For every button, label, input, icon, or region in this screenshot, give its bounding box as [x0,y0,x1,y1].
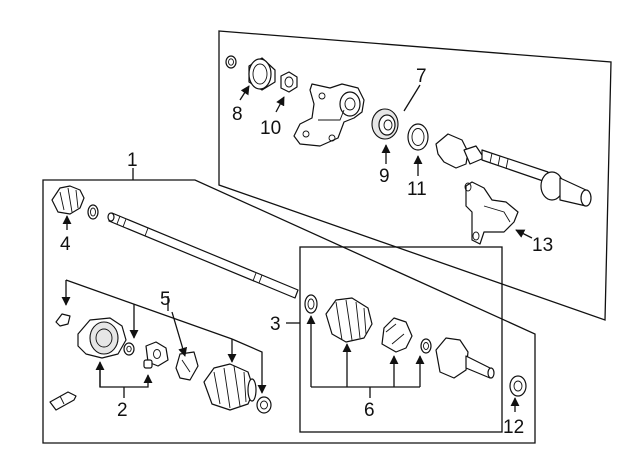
boot-band-clamp [87,204,99,220]
callout-12: 12 [503,417,524,438]
callout-10: 10 [260,118,281,139]
steering-knuckle-bracket [293,83,365,147]
small-oring [225,55,237,69]
outer-boot-4 [51,185,85,215]
inner-clip-small [420,338,432,354]
lock-nut-10 [280,71,298,93]
callout-4: 4 [60,234,71,255]
spider-bearing [143,341,169,369]
callout-7: 7 [416,66,427,87]
dust-seal-12 [509,375,527,397]
grease-packet [49,391,77,411]
inner-boot-kit [325,297,373,343]
leader-lines [61,84,533,412]
stop-ring [123,342,135,356]
panel-7-outline [218,30,612,321]
intermediate-shaft [435,133,592,207]
callout-6: 6 [364,400,375,421]
panel-1-outline [42,179,536,444]
callout-2: 2 [117,400,128,421]
callout-3: 3 [270,314,281,335]
inner-cv-joint [435,337,495,379]
callout-8: 8 [232,104,243,125]
panel-3-outline [299,246,503,433]
callout-5: 5 [160,289,171,310]
callout-9: 9 [379,166,390,187]
inner-boot [203,363,257,411]
dust-seal-8 [248,57,276,91]
support-bracket-13 [464,181,519,245]
boot-band-large [256,396,272,414]
boot-band-clamp-large [381,317,413,353]
outer-clip [55,313,71,327]
axle-shaft [107,212,299,299]
callout-13: 13 [532,235,553,256]
callout-1: 1 [127,150,138,171]
callout-11: 11 [407,179,427,200]
boot-band-small [175,351,199,381]
bearing-9 [371,108,399,140]
outer-cv-joint-housing [77,317,127,359]
inner-clip [304,294,318,314]
snap-ring-11 [407,123,429,151]
